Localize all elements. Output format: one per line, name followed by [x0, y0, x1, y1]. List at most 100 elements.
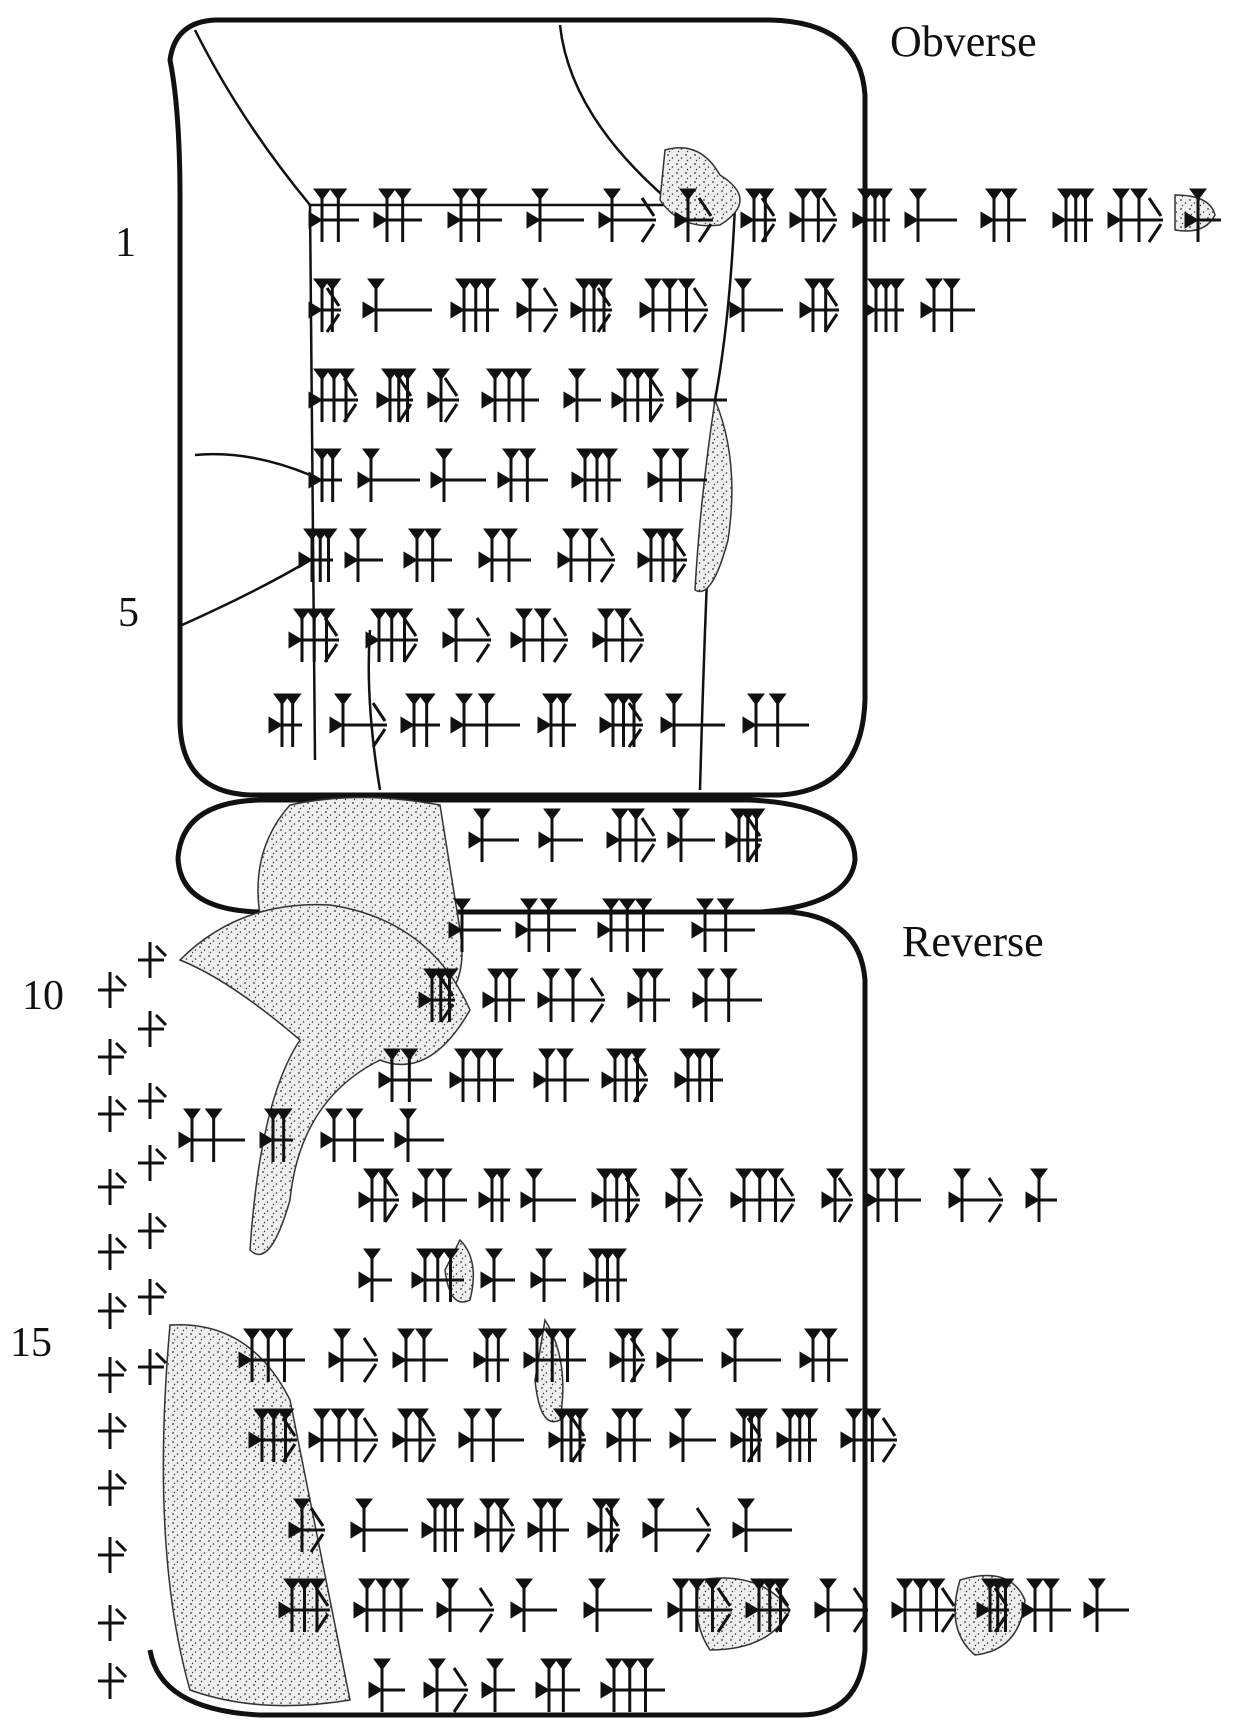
- obverse-face-outline: [167, 17, 868, 798]
- cuneiform-sign: [392, 1328, 448, 1382]
- cuneiform-sign: [732, 1498, 792, 1552]
- cuneiform-sign: [248, 1408, 297, 1463]
- cuneiform-sign: [606, 1408, 651, 1462]
- cuneiform-sign: [533, 1048, 589, 1102]
- cuneiform-sign: [308, 188, 359, 242]
- cuneiform-sign: [478, 1168, 511, 1222]
- cuneiform-sign: [436, 1578, 494, 1633]
- cuneiform-sign: [98, 1293, 128, 1329]
- cuneiform-sign: [667, 808, 715, 862]
- cuneiform-sign: [98, 1663, 128, 1699]
- obverse-label: Obverse: [890, 17, 1037, 66]
- cuneiform-sign: [138, 1083, 168, 1119]
- cuneiform-sign: [98, 1357, 128, 1393]
- cuneiform-sign: [674, 1048, 723, 1102]
- cuneiform-sign: [864, 1168, 921, 1222]
- cuneiform-sign: [691, 898, 755, 952]
- cuneiform-signs: [98, 188, 1221, 1713]
- cuneiform-sign: [537, 968, 605, 1023]
- cuneiform-sign: [667, 1578, 732, 1633]
- cuneiform-sign: [394, 1108, 444, 1162]
- cuneiform-sign: [1184, 188, 1221, 242]
- cuneiform-sign: [358, 1168, 399, 1223]
- cuneiform-sign: [548, 1408, 589, 1463]
- cuneiform-sign: [656, 1328, 703, 1382]
- cuneiform-sign: [510, 1578, 557, 1632]
- cuneiform-sign: [980, 188, 1026, 242]
- cuneiform-sign: [430, 448, 486, 502]
- cuneiform-sign: [730, 1408, 768, 1463]
- cuneiform-sign: [665, 1168, 703, 1223]
- cuneiform-sign: [799, 1328, 848, 1382]
- cuneiform-sign: [570, 278, 613, 333]
- damage-top: [659, 147, 741, 227]
- cuneiform-sign: [642, 1498, 711, 1553]
- cuneiform-sign: [442, 608, 491, 663]
- cuneiform-sign: [601, 1048, 648, 1103]
- cuneiform-sign: [538, 808, 583, 862]
- cuneiform-sign: [789, 188, 837, 243]
- cuneiform-sign: [600, 1658, 665, 1712]
- line-number-15: 15: [10, 1320, 52, 1366]
- cuneiform-sign: [138, 1279, 168, 1315]
- cuneiform-sign: [427, 368, 459, 423]
- cuneiform-sign: [587, 1498, 621, 1553]
- cuneiform-sign: [418, 968, 459, 1023]
- cuneiform-sign: [639, 278, 708, 333]
- cuneiform-sign: [98, 1234, 128, 1270]
- cuneiform-sign: [606, 808, 656, 863]
- cuneiform-sign: [328, 1328, 378, 1383]
- cuneiform-sign: [458, 1408, 524, 1462]
- cuneiform-sign: [523, 1328, 586, 1382]
- cuneiform-sign: [450, 693, 520, 747]
- cuneiform-sign: [98, 1605, 128, 1641]
- cuneiform-sign: [591, 1168, 640, 1223]
- cuneiform-sign: [1021, 1578, 1071, 1632]
- cuneiform-sign: [537, 693, 576, 747]
- cuneiform-sign: [403, 528, 452, 582]
- damage-line16: [534, 1317, 564, 1423]
- cuneiform-sign: [320, 1108, 384, 1162]
- cuneiform-sign: [674, 188, 713, 243]
- cuneiform-sign: [468, 808, 519, 862]
- cuneiform-sign: [609, 1328, 645, 1383]
- cuneiform-sign: [598, 188, 656, 243]
- cuneiform-sign: [660, 693, 725, 747]
- damage-reverse-upper: [178, 903, 471, 1256]
- cuneiform-sign: [474, 1498, 515, 1553]
- cuneiform-sign: [238, 1328, 305, 1382]
- cuneiform-sign: [530, 1248, 566, 1302]
- cuneiform-sign: [692, 968, 762, 1022]
- line-number-1: 1: [115, 220, 136, 266]
- cuneiform-sign: [776, 1408, 819, 1462]
- cuneiform-sign: [597, 898, 664, 952]
- cuneiform-sign: [423, 1658, 468, 1713]
- cuneiform-sign: [799, 278, 839, 333]
- cuneiform-sign: [98, 1039, 128, 1075]
- cuneiform-sign: [481, 368, 539, 422]
- cuneiform-sign: [611, 368, 664, 423]
- damage-line14: [444, 1238, 475, 1303]
- cuneiform-sign: [480, 1248, 515, 1302]
- cuneiform-sign: [583, 1578, 652, 1632]
- cuneiform-sign: [378, 1048, 432, 1102]
- damage-reverse-lower: [162, 1323, 351, 1707]
- cuneiform-sign: [1107, 188, 1163, 243]
- cuneiform-sign: [288, 1498, 325, 1553]
- cuneiform-sign: [98, 1413, 128, 1449]
- cuneiform-sign: [647, 448, 707, 502]
- cuneiform-sign: [742, 693, 809, 747]
- reverse-label: Reverse: [902, 917, 1044, 966]
- cuneiform-sign: [920, 278, 975, 332]
- cuneiform-sign: [510, 608, 568, 663]
- cuneiform-sign: [821, 1168, 853, 1223]
- cuneiform-sign: [353, 1578, 423, 1632]
- damage-line1-end: [1174, 194, 1216, 232]
- cuneiform-sign: [138, 1213, 168, 1249]
- cuneiform-sign: [814, 1578, 868, 1633]
- cuneiform-sign: [852, 188, 893, 242]
- damage-obverse-right: [694, 397, 733, 593]
- cuneiform-sign: [98, 972, 128, 1008]
